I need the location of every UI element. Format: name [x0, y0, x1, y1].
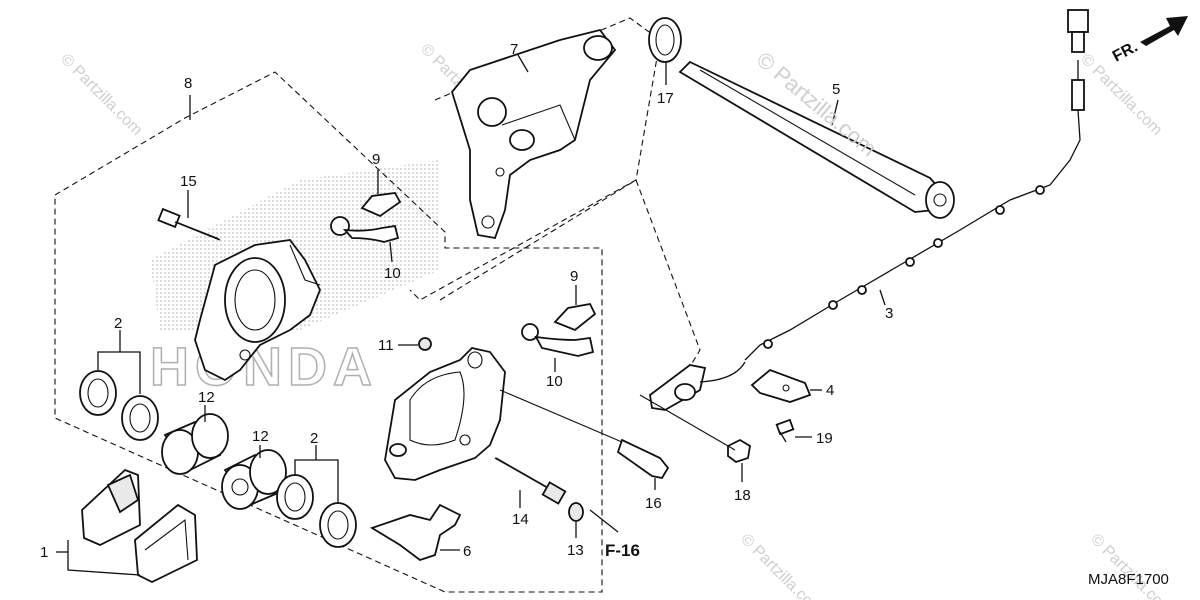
front-arrow-icon	[1140, 16, 1188, 46]
leader-lines	[189, 95, 736, 533]
caliper-body-lower	[384, 347, 506, 481]
part-16-bolt	[616, 438, 670, 490]
part-14-pin	[494, 457, 567, 508]
part-15-bolt	[157, 190, 221, 241]
reference-f16: F-16	[605, 541, 640, 560]
part-2-seals-left	[79, 330, 159, 441]
callout-17: 17	[657, 90, 674, 107]
callout-7: 7	[510, 41, 518, 58]
part-8-caliper-body	[194, 239, 321, 382]
part-9-bleeder-lower	[553, 285, 597, 332]
part-10-cap-upper	[330, 216, 400, 263]
part-11-nut	[418, 337, 432, 351]
front-label: FR.	[1110, 38, 1141, 65]
callout-15: 15	[180, 173, 197, 190]
diagram-code: MJA8F1700	[1088, 571, 1169, 588]
callout-12-right: 12	[252, 428, 269, 445]
callout-2-right: 2	[310, 430, 318, 447]
callout-9-lower: 9	[570, 268, 578, 285]
part-10-cap-lower	[521, 323, 595, 372]
callout-11: 11	[378, 337, 394, 354]
part-7-bracket	[450, 28, 617, 240]
callout-1: 1	[40, 544, 48, 561]
callout-9-upper: 9	[372, 151, 380, 168]
bracket-lower-outline	[439, 179, 701, 371]
part-17-ring	[648, 17, 682, 85]
callout-6: 6	[463, 543, 471, 560]
watermark-4: © Partzilla.com	[737, 531, 825, 600]
front-direction-indicator: FR.	[1110, 16, 1188, 66]
watermark-3: © Partzilla.com	[1077, 51, 1165, 139]
bracket-outline	[409, 17, 661, 301]
assembly-outlines	[54, 17, 701, 593]
callout-14: 14	[512, 511, 529, 528]
part-12-piston-right	[221, 445, 287, 510]
callout-3: 3	[885, 305, 893, 322]
callout-12-left: 12	[198, 389, 215, 406]
callout-10-upper: 10	[384, 265, 401, 282]
part-12-piston-left	[161, 405, 229, 475]
part-5-shaft	[678, 60, 955, 219]
callout-16: 16	[645, 495, 662, 512]
callout-2-left: 2	[114, 315, 122, 332]
part-3-sensor-cable	[744, 9, 1089, 361]
part-18-bolt	[727, 438, 751, 482]
part-19-bolt	[775, 418, 812, 443]
part-4-clamp	[750, 368, 822, 403]
callout-13: 13	[567, 542, 584, 559]
part-1-brake-pads	[56, 468, 198, 584]
callout-19: 19	[816, 430, 833, 447]
sensor-head	[649, 361, 746, 411]
part-13-plug	[568, 502, 584, 538]
part-9-bleeder-upper	[360, 170, 402, 218]
honda-wordmark: HONDA	[150, 337, 378, 397]
watermark-5: © Partzilla.com	[1087, 531, 1175, 600]
watermark-1: © Partzilla.com	[57, 51, 145, 139]
callout-18: 18	[734, 487, 751, 504]
part-2-seals-right	[276, 445, 357, 548]
callout-4: 4	[826, 382, 834, 399]
callout-5: 5	[832, 81, 840, 98]
part-6-pad-spring	[369, 503, 462, 562]
callout-10-lower: 10	[546, 373, 563, 390]
callout-8: 8	[184, 75, 192, 92]
callout-labels: 1 2 2 3 4 5 6 7 8 9 9 10 10 11 12 12 13 …	[40, 41, 893, 561]
